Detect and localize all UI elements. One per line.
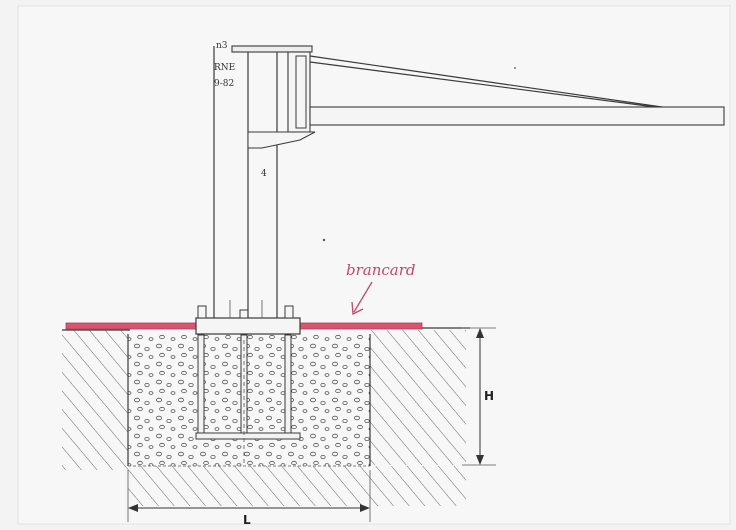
annotation-arrow — [351, 281, 373, 316]
height-dimension — [462, 327, 496, 466]
paper-speck — [322, 238, 326, 242]
slewing-bracket — [247, 51, 316, 149]
ground-hatch-right — [370, 330, 466, 465]
ground-hatch-bottom — [128, 466, 466, 506]
paper-speck — [514, 67, 516, 69]
column-mark: 4 — [261, 169, 267, 179]
length-dimension — [127, 470, 371, 522]
concrete-foundation-block — [127, 334, 371, 467]
column-top-cap — [231, 45, 313, 53]
anchor-bolt-assembly — [195, 334, 301, 465]
crane-column — [213, 46, 278, 318]
plate-label-line-2: RNE — [214, 63, 235, 73]
height-dimension-label: H — [484, 389, 494, 403]
plate-label-line-1: n3 — [216, 41, 228, 51]
brancard-annotation: brancard — [346, 261, 416, 279]
length-dimension-label: L — [243, 513, 251, 527]
tie-rod — [309, 55, 663, 108]
ground-hatch-left — [62, 330, 128, 470]
jib-arm — [309, 106, 725, 126]
plate-label-line-3: 9-82 — [214, 79, 234, 89]
